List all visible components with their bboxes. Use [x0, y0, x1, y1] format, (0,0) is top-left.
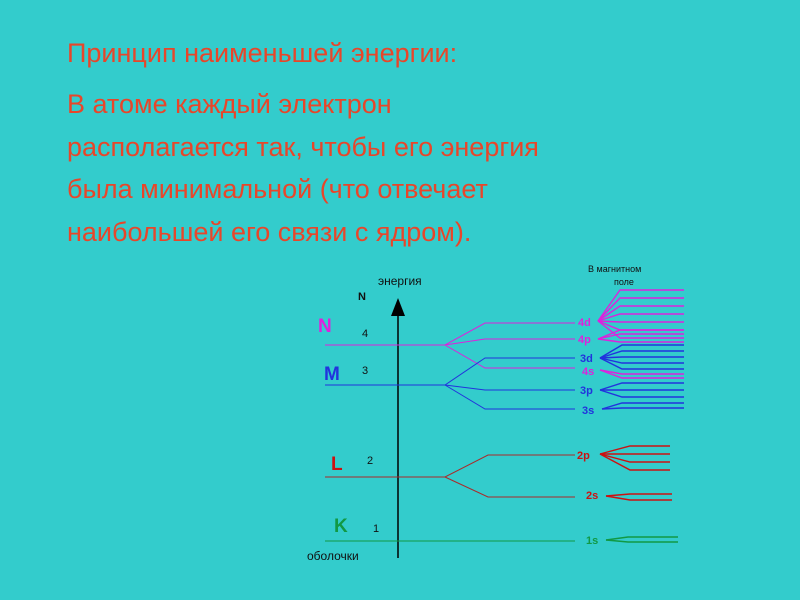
splitting-line-3p [599, 389, 684, 398]
sublevel-label-3d: 3d [580, 353, 593, 365]
splitting-line-4d [597, 320, 684, 339]
splitting-line-3d [599, 344, 684, 359]
shell-number-4: 4 [362, 328, 368, 340]
slide-title: Принцип наименьшей энергии: [67, 38, 458, 68]
shell-M-lines [325, 357, 575, 410]
splitting-line-1s [605, 536, 678, 541]
body-line: была минимальной (что отвечает [67, 174, 488, 204]
field-label-line2: поле [614, 277, 634, 287]
body-line: располагается так, чтобы его энергия [67, 131, 539, 162]
splitting-line-3p [599, 382, 684, 391]
splitting-line-2p [599, 453, 670, 463]
splitting-line-2s [605, 495, 672, 501]
shell-number-2: 2 [367, 455, 373, 467]
splitting-line-4d [597, 305, 684, 322]
splitting-line-3d [599, 357, 684, 370]
shell-letter-L: L [331, 454, 343, 475]
shell-letter-K: K [334, 516, 348, 537]
shell-letter-M: M [324, 364, 340, 385]
field-label-line1: В магнитном [588, 264, 641, 274]
splitting-line-3d [599, 357, 684, 364]
splitting-line-3d [599, 350, 684, 359]
splitting-line-2p [599, 453, 670, 471]
shell-number-header: N [358, 291, 366, 303]
splitting-line-4d [597, 289, 684, 322]
sublevel-label-1s: 1s [586, 535, 598, 547]
splitting-line-2s [605, 493, 672, 497]
sublevel-label-4s: 4s [582, 366, 594, 378]
splitting-line-3s [601, 402, 684, 410]
splitting-line-3s [601, 407, 684, 410]
shells-label: оболочки [307, 549, 359, 563]
sublevel-label-2p: 2p [577, 450, 590, 462]
splitting-line-4d [597, 297, 684, 322]
body-line: В атоме каждый электрон [67, 89, 392, 119]
shell-number-1: 1 [373, 523, 379, 535]
splitting-line-4s [599, 369, 684, 375]
splitting-line-1s [605, 539, 678, 543]
splitting-line-4d [597, 313, 684, 322]
splitting-line-4p [597, 333, 684, 340]
splitting-line-2p [599, 445, 670, 455]
sublevel-label-3s: 3s [582, 405, 594, 417]
sublevel-label-3p: 3p [580, 385, 593, 397]
energy-axis-arrow [391, 298, 405, 316]
shell-N-lines [325, 322, 575, 369]
shell-number-3: 3 [362, 365, 368, 377]
slide-body-text: В атоме каждый электрон располагается та… [67, 83, 747, 253]
energy-axis-label: энергия [378, 274, 422, 288]
splitting-line-3d [599, 356, 684, 359]
splitting-line-4p [597, 338, 684, 343]
shell-L-lines [325, 454, 575, 498]
splitting-line-4p [597, 329, 684, 340]
magnetic-splitting-lines [597, 289, 684, 543]
splitting-line-4d [597, 320, 684, 323]
sublevel-label-2s: 2s [586, 490, 598, 502]
sublevel-label-4d: 4d [578, 317, 591, 329]
body-line: наибольшей его связи с ядром). [67, 216, 472, 247]
splitting-line-4s [599, 369, 684, 379]
sublevel-label-4p: 4p [578, 334, 591, 346]
shell-letter-N: N [318, 316, 332, 337]
